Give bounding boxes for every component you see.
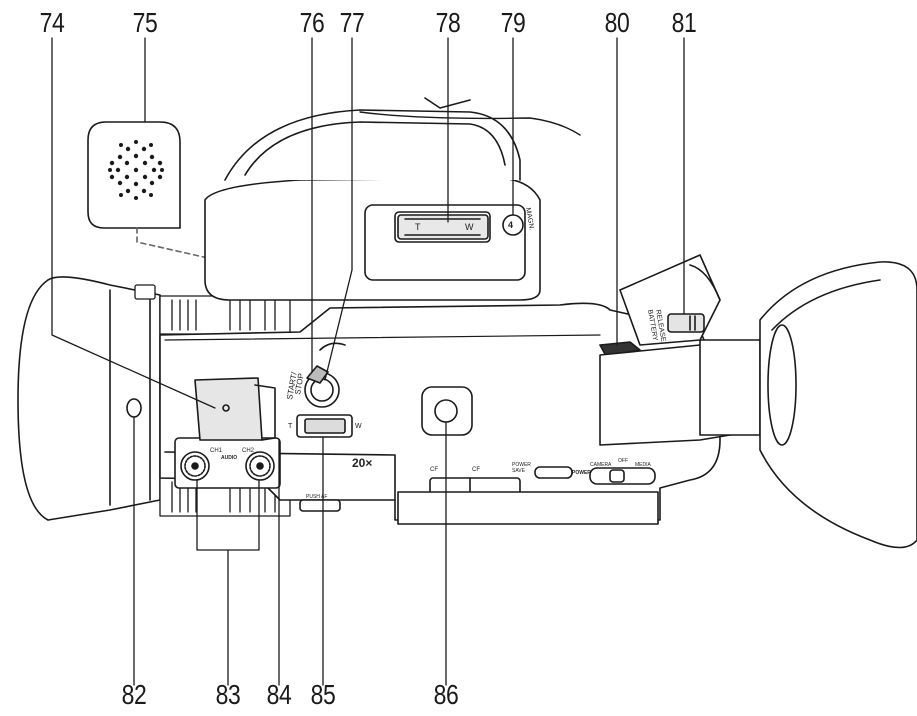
strap-mount	[126, 398, 142, 418]
callout-82: 82	[121, 679, 147, 710]
grip-t-label: T	[288, 423, 293, 430]
power-save-label-2: SAVE	[512, 468, 526, 474]
zoom-ratio-label: 20×	[352, 456, 372, 470]
eyecup	[759, 261, 917, 549]
audio-dial-ch2	[245, 451, 275, 481]
power-save-label-1: POWER	[512, 462, 531, 468]
audio-label: AUDIO	[221, 455, 237, 461]
grip-w-label: W	[355, 423, 362, 430]
zoom-t-label: T	[415, 222, 421, 232]
callout-78: 78	[435, 7, 461, 38]
callout-86: 86	[433, 679, 459, 710]
grip-zoom-rocker	[296, 414, 353, 438]
handle-zoom-rocker	[397, 214, 489, 240]
inset-leader	[136, 227, 351, 291]
ch2-label: CH2	[242, 448, 255, 454]
camera-mode-label: CAMERA	[590, 462, 612, 468]
power-label: POWER	[572, 470, 591, 476]
battery-release-switch	[619, 254, 721, 346]
strap-lug	[599, 341, 641, 357]
callout-75: 75	[132, 7, 158, 38]
off-label: OFF	[618, 458, 628, 464]
magn-label: MAGN.	[524, 207, 535, 231]
camera-text-labels: T W 4 MAGN. BATTERY RELEASE START/ STOP …	[210, 207, 667, 500]
viewfinder	[599, 339, 761, 446]
media-mode-label: MEDIA	[635, 462, 652, 468]
memory-card-panel	[397, 477, 659, 525]
start-stop-button	[304, 365, 340, 408]
magn-num-label: 4	[508, 220, 513, 230]
tripod-socket	[421, 386, 473, 436]
panel-cover	[194, 377, 276, 441]
power-switch	[534, 466, 656, 485]
microphone-holes	[108, 140, 164, 200]
zoom-w-label: W	[465, 222, 474, 232]
callout-83: 83	[215, 679, 241, 710]
callout-74: 74	[39, 7, 65, 38]
top-handle	[204, 97, 581, 301]
callout-77: 77	[339, 7, 365, 38]
start-stop-label-2: STOP	[293, 372, 306, 395]
ch1-label: CH1	[210, 448, 223, 454]
callout-79: 79	[500, 7, 526, 38]
callout-85: 85	[310, 679, 336, 710]
lens-hood	[17, 276, 161, 521]
audio-dial-ch1	[180, 451, 210, 481]
card-b-label: CF	[472, 467, 480, 473]
leader-lines	[51, 37, 685, 686]
push-af-button	[299, 499, 341, 512]
callout-76: 76	[299, 7, 325, 38]
card-a-label: CF	[430, 467, 438, 473]
push-af-label: PUSH AF	[306, 494, 327, 500]
callout-81: 81	[671, 7, 697, 38]
callout-84: 84	[266, 679, 292, 710]
microphone-inset	[87, 121, 181, 229]
callout-80: 80	[604, 7, 630, 38]
